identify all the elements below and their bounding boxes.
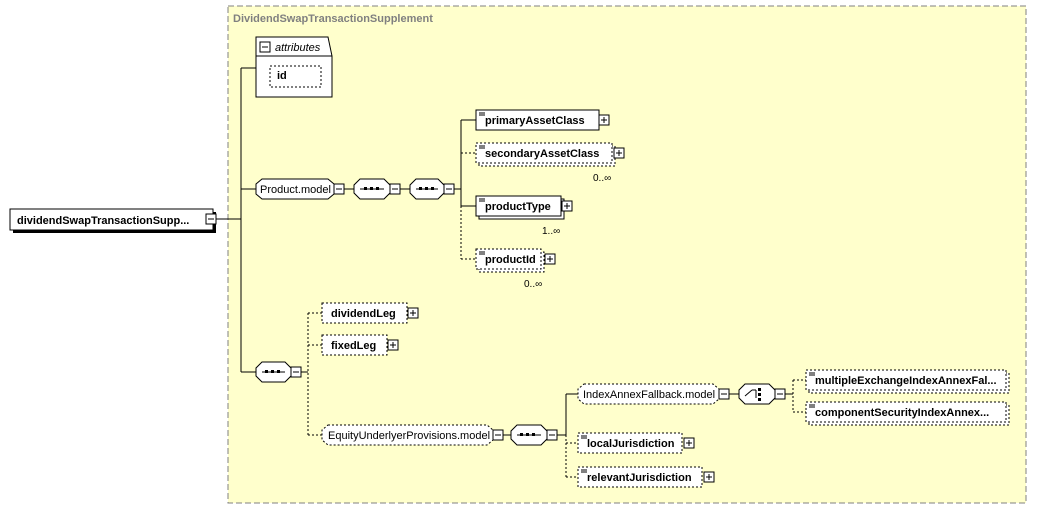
product-model-label: Product.model: [260, 184, 331, 196]
expand-icon[interactable]: [387, 339, 399, 351]
expand-icon[interactable]: [703, 471, 715, 483]
expand-icon[interactable]: [613, 147, 625, 159]
multiple-exchange-index-annex-label: multipleExchangeIndexAnnexFal...: [815, 375, 997, 387]
component-security-index-annex-element[interactable]: componentSecurityIndexAnnex...: [805, 401, 1010, 426]
sequence-collapse-icon[interactable]: [290, 366, 302, 378]
root-element[interactable]: dividendSwapTransactionSupp...: [9, 208, 216, 233]
product-type-occurs: 1..∞: [542, 226, 560, 237]
relevant-jurisdiction-label: relevantJurisdiction: [587, 472, 692, 484]
sequence-icon: [409, 178, 445, 200]
complex-type-title: DividendSwapTransactionSupplement: [233, 13, 433, 25]
attributes-collapse-icon[interactable]: [259, 41, 271, 53]
choice-collapse-icon[interactable]: [774, 388, 786, 400]
product-id-occurs: 0..∞: [524, 279, 542, 290]
expand-icon[interactable]: [407, 307, 419, 319]
secondary-asset-class-occurs: 0..∞: [593, 173, 611, 184]
index-annex-fallback-label: IndexAnnexFallback.model: [583, 389, 715, 401]
primary-asset-class-label: primaryAssetClass: [485, 115, 585, 127]
equity-provisions-collapse-icon[interactable]: [492, 429, 504, 441]
choice-icon: [738, 383, 776, 405]
expand-icon[interactable]: [544, 253, 556, 265]
product-id-label: productId: [485, 254, 536, 266]
sequence-collapse-icon[interactable]: [546, 429, 558, 441]
local-jurisdiction-element[interactable]: localJurisdiction: [577, 432, 683, 454]
fixed-leg-label: fixedLeg: [331, 340, 376, 352]
sequence-icon: [255, 361, 292, 383]
fixed-leg-element[interactable]: fixedLeg: [321, 334, 388, 356]
attributes-header: attributes: [275, 42, 321, 54]
primary-asset-class-element[interactable]: primaryAssetClass: [475, 109, 600, 131]
expand-icon[interactable]: [598, 114, 610, 126]
index-fallback-collapse-icon[interactable]: [718, 388, 730, 400]
local-jurisdiction-label: localJurisdiction: [587, 438, 675, 450]
dividend-leg-element[interactable]: dividendLeg: [321, 302, 408, 324]
expand-icon[interactable]: [561, 200, 573, 212]
equity-underlyer-provisions-label: EquityUnderlyerProvisions.model: [328, 430, 490, 442]
dividend-leg-label: dividendLeg: [331, 308, 396, 320]
collapse-icon[interactable]: [205, 213, 217, 225]
secondary-asset-class-label: secondaryAssetClass: [485, 148, 599, 160]
attribute-item[interactable]: id: [269, 65, 322, 88]
product-id-element[interactable]: productId: [475, 248, 545, 273]
product-model-group[interactable]: Product.model: [255, 178, 335, 200]
sequence-icon: [510, 424, 548, 446]
attribute-id-label: id: [277, 70, 287, 82]
sequence-collapse-icon[interactable]: [443, 183, 455, 195]
sequence-icon: [353, 178, 391, 200]
sequence-collapse-icon[interactable]: [389, 183, 401, 195]
multiple-exchange-index-annex-element[interactable]: multipleExchangeIndexAnnexFal...: [805, 369, 1010, 394]
product-type-element[interactable]: productType: [475, 195, 565, 220]
expand-icon[interactable]: [683, 437, 695, 449]
secondary-asset-class-element[interactable]: secondaryAssetClass: [475, 142, 616, 167]
optional-connectors: [307, 152, 806, 478]
root-element-label: dividendSwapTransactionSupp...: [17, 215, 189, 227]
relevant-jurisdiction-element[interactable]: relevantJurisdiction: [577, 466, 703, 488]
connectors: [216, 67, 793, 436]
equity-underlyer-provisions-group[interactable]: EquityUnderlyerProvisions.model: [321, 424, 494, 446]
index-annex-fallback-group[interactable]: IndexAnnexFallback.model: [577, 383, 720, 405]
component-security-index-annex-label: componentSecurityIndexAnnex...: [815, 407, 989, 419]
product-model-collapse-icon[interactable]: [333, 183, 345, 195]
product-type-label: productType: [485, 201, 551, 213]
